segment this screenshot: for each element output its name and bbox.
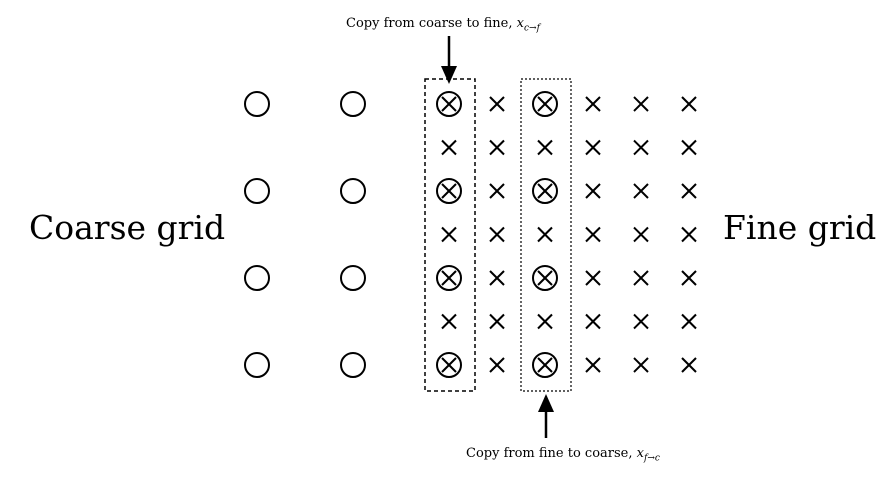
fine-node: [489, 183, 505, 199]
fine-node: [681, 183, 697, 199]
fine-node: [585, 313, 601, 330]
coarse-node: [244, 265, 270, 291]
coarse-node: [244, 352, 270, 378]
coarse-node: [244, 178, 270, 204]
fine-grid-nodes: [441, 91, 697, 378]
fine-node: [681, 357, 697, 373]
coarse-node: [340, 265, 366, 291]
fine-node: [585, 270, 601, 286]
fine-node: [441, 183, 457, 199]
fine-node: [585, 183, 601, 199]
fine-node: [489, 139, 505, 156]
coarse-grid-nodes: [244, 91, 462, 378]
fine-node: [585, 357, 601, 373]
fine-to-coarse-caption: Copy from fine to coarse, xf→c: [466, 446, 660, 464]
fine-node: [537, 96, 553, 112]
fine-node: [489, 226, 505, 243]
fine-node: [441, 270, 457, 286]
fine-node: [489, 96, 505, 112]
fine-node: [537, 183, 553, 199]
fine-node: [585, 226, 601, 243]
coarse-node: [340, 178, 366, 204]
fine-node: [441, 96, 457, 112]
fine-node: [537, 357, 553, 373]
fine-node: [633, 226, 649, 243]
overlap-node-ring: [532, 91, 558, 117]
fine-to-coarse-box: [520, 78, 572, 392]
coarse-to-fine-caption-text: Copy from coarse to fine,: [346, 16, 517, 31]
fine-to-coarse-arrow-head: [538, 394, 554, 412]
fine-grid-label: Fine grid: [723, 208, 877, 247]
fine-node: [537, 313, 553, 330]
fine-node: [441, 313, 457, 330]
coarse-to-fine-caption: Copy from coarse to fine, xc→f: [346, 16, 540, 34]
coarse-node: [436, 178, 462, 204]
fine-node: [489, 313, 505, 330]
fine-node: [681, 96, 697, 112]
fine-node: [633, 270, 649, 286]
coarse-node: [340, 91, 366, 117]
coarse-to-fine-subscript: c→f: [523, 23, 540, 34]
coarse-node: [436, 352, 462, 378]
coarse-to-fine-arrow-head: [441, 66, 457, 84]
overlap-node-ring: [532, 265, 558, 291]
fine-node: [681, 270, 697, 286]
coarse-node: [436, 91, 462, 117]
fine-node: [441, 226, 457, 243]
fine-node: [681, 226, 697, 243]
coarse-to-fine-variable: x: [516, 16, 524, 31]
fine-to-coarse-caption-text: Copy from fine to coarse,: [466, 446, 637, 461]
fine-node: [681, 139, 697, 156]
fine-node: [537, 139, 553, 156]
fine-node: [585, 139, 601, 156]
fine-node: [633, 96, 649, 112]
coarse-node: [436, 265, 462, 291]
fine-node: [489, 270, 505, 286]
coarse-node: [340, 352, 366, 378]
fine-node: [537, 270, 553, 286]
fine-node: [633, 313, 649, 330]
fine-node: [633, 183, 649, 199]
fine-node: [633, 357, 649, 373]
fine-to-coarse-subscript: f→c: [643, 453, 660, 464]
coarse-node: [244, 91, 270, 117]
fine-node: [441, 357, 457, 373]
coarse-grid-label: Coarse grid: [29, 208, 226, 247]
fine-node: [489, 357, 505, 373]
fine-node: [537, 226, 553, 243]
overlap-node-ring: [532, 352, 558, 378]
fine-node: [633, 139, 649, 156]
fine-to-coarse-variable: x: [636, 446, 644, 461]
fine-node: [441, 139, 457, 156]
overlap-node-ring: [532, 178, 558, 204]
fine-node: [681, 313, 697, 330]
fine-node: [585, 96, 601, 112]
